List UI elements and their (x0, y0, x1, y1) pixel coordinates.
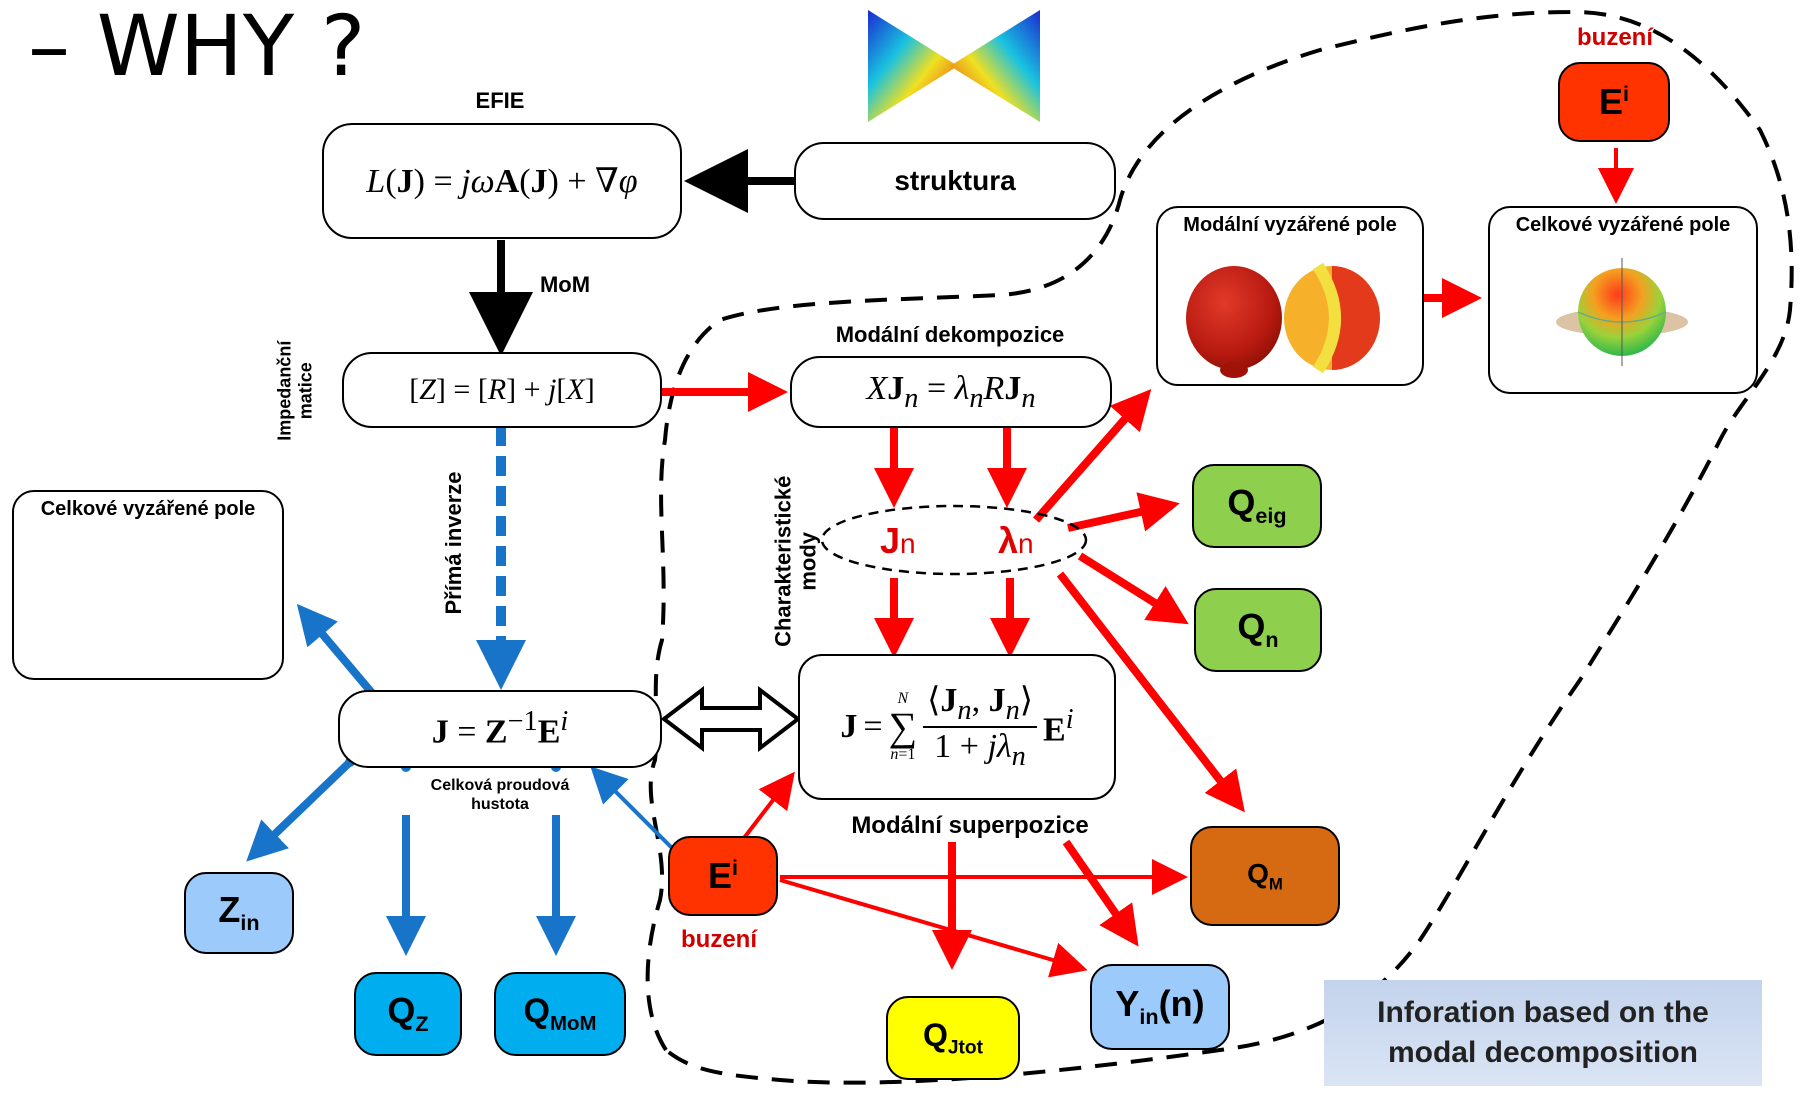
excitation-top-symbol: Ei (1598, 81, 1629, 122)
panel-modal-field[interactable]: Modální vyzářené pole (1156, 206, 1424, 386)
superposition-equation: J = N ∑ n=1 ⟨Jn, Jn⟩ 1 + jλn Ei (840, 682, 1074, 772)
info-line-1: Inforation based on the (1377, 995, 1709, 1029)
impedance-equation: [Z] = [R] + j[X] (409, 373, 595, 406)
panel-total-field-left-title: Celkové vyzářené pole (40, 498, 256, 520)
modal-decomposition-box[interactable]: XJn = λnRJn (790, 356, 1112, 428)
panel-total-field-right-title: Celkové vyzářené pole (1515, 214, 1731, 236)
efie-equation: L(J) = jωA(J) + ∇φ (366, 163, 638, 200)
arrow-lambda-to-qeig (1067, 492, 1180, 532)
lambda-n-label: λn (998, 520, 1034, 561)
q-eig-node[interactable]: Qeig (1192, 464, 1322, 548)
arrow-excitation-to-superposition (742, 771, 795, 840)
page-title: – WHY ? (28, 0, 366, 95)
q-m-symbol: QM (1247, 857, 1283, 894)
total-field-right-graphic (1556, 258, 1688, 366)
eigenvalue-equation: XJn = λnRJn (866, 369, 1036, 414)
buzeni-bottom-label: buzení (681, 926, 757, 953)
z-in-node[interactable]: Zin (184, 872, 294, 954)
impedance-matrix-box[interactable]: [Z] = [R] + j[X] (342, 352, 662, 428)
y-in-n-symbol: Yin(n) (1115, 983, 1205, 1030)
info-line-2: modal decomposition (1387, 1036, 1698, 1069)
arrow-excitation-to-current (590, 766, 678, 854)
q-z-symbol: QZ (387, 990, 429, 1037)
arrow-to-total-field-left (296, 603, 376, 696)
panel-total-field-left[interactable]: Celkové vyzářené pole (12, 490, 284, 680)
arrow-superposition-to-yin (1062, 839, 1139, 947)
arrow-excitation-to-yin (779, 878, 1088, 978)
q-jtot-node[interactable]: QJtot (886, 996, 1020, 1080)
double-arrow-equivalence (660, 685, 802, 753)
struktura-box[interactable]: struktura (794, 142, 1116, 220)
mom-label: MoM (539, 272, 591, 297)
q-mom-node[interactable]: QMoM (494, 972, 626, 1056)
excitation-bottom-node[interactable]: Ei (668, 836, 778, 916)
q-m-node[interactable]: QM (1190, 826, 1340, 926)
inverse-equation: J = Z−1Ei (431, 706, 569, 751)
struktura-label: struktura (894, 165, 1016, 196)
arrow-to-zin (246, 759, 353, 862)
y-in-n-node[interactable]: Yin(n) (1090, 964, 1230, 1050)
arrow-lambda-to-modal-field (1032, 388, 1152, 523)
modal-decomposition-label: Modální dekompozice (835, 322, 1065, 347)
q-n-node[interactable]: Qn (1194, 588, 1322, 672)
q-mom-symbol: QMoM (523, 992, 597, 1035)
modal-field-graphic (1186, 262, 1380, 378)
efie-equation-box[interactable]: L(J) = jωA(J) + ∇φ (322, 123, 682, 239)
excitation-bottom-symbol: Ei (707, 855, 738, 896)
q-jtot-symbol: QJtot (922, 1016, 984, 1059)
buzeni-top-label: buzení (1577, 24, 1653, 51)
char-modes-ellipse (820, 504, 1088, 576)
z-in-symbol: Zin (218, 889, 260, 936)
current-density-box[interactable]: J = Z−1Ei (338, 690, 662, 768)
excitation-top-node[interactable]: Ei (1558, 62, 1670, 142)
modal-superposition-box[interactable]: J = N ∑ n=1 ⟨Jn, Jn⟩ 1 + jλn Ei (798, 654, 1116, 800)
modal-superposition-label: Modální superpozice (851, 812, 1089, 839)
q-eig-symbol: Qeig (1227, 482, 1287, 529)
q-z-node[interactable]: QZ (354, 972, 462, 1056)
arrow-lambda-to-qm (1056, 571, 1245, 813)
q-n-symbol: Qn (1237, 606, 1279, 653)
jn-label: Jn (880, 520, 916, 561)
panel-modal-field-title: Modální vyzářené pole (1183, 214, 1397, 236)
panel-total-field-right[interactable]: Celkové vyzářené pole (1488, 206, 1758, 394)
arrow-lambda-to-qn (1077, 552, 1189, 625)
efie-label: EFIE (475, 88, 525, 113)
prima-inverze-label: Přímá inverze (441, 471, 466, 615)
info-box: Inforation based on the modal decomposit… (1324, 980, 1762, 1086)
bowtie-antenna-graphic (868, 10, 1040, 122)
